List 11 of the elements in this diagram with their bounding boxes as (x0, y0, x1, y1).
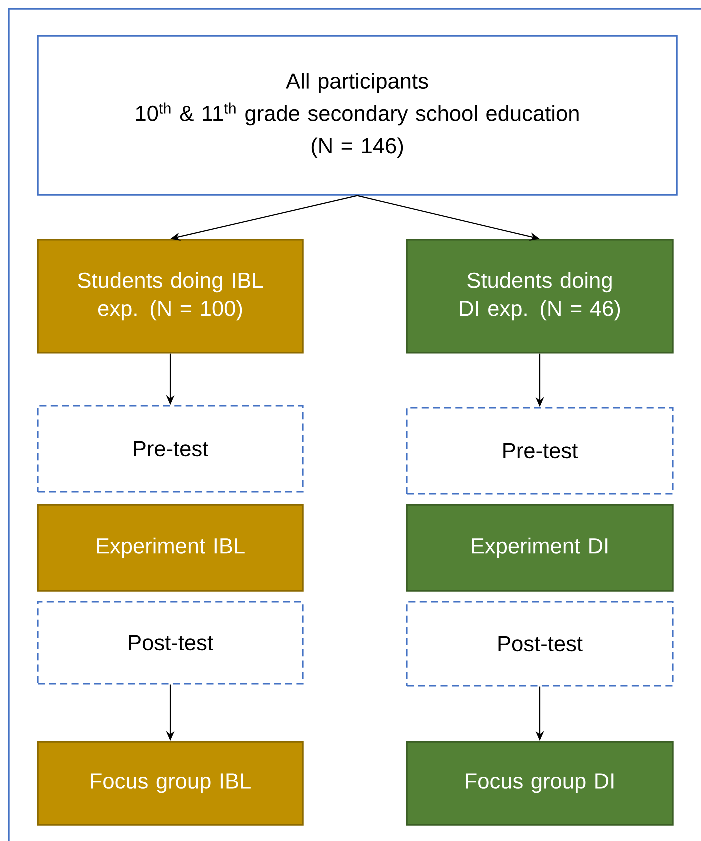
group-box: Focus group IBL (37, 741, 304, 826)
test-box: Post-test (37, 601, 304, 685)
test-box: Pre-test (37, 405, 304, 493)
group-box: Experiment DI (406, 504, 674, 592)
test-box: Pre-test (406, 407, 674, 495)
group-box: Experiment IBL (37, 504, 304, 592)
group-box: Students doing IBL exp. (N = 100) (37, 239, 304, 354)
group-box: Students doing DI exp. (N = 46) (406, 239, 674, 354)
test-box: Post-test (406, 601, 674, 687)
group-box: Focus group DI (406, 741, 674, 826)
participants-box: All participants 10$^{th}$ & 11$^{th}$ grade secondary school education (N = 146) (37, 35, 678, 196)
